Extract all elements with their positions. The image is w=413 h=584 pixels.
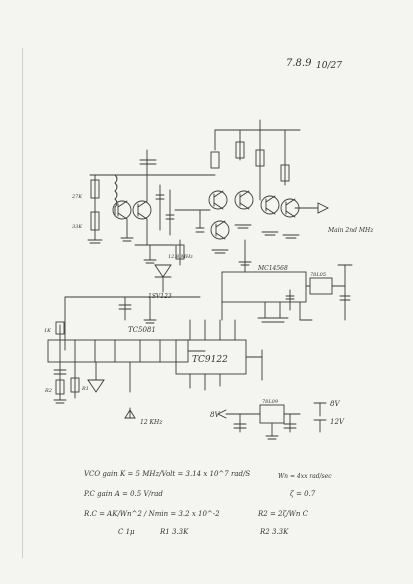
varicap-diode	[154, 264, 172, 278]
resistor	[90, 179, 100, 199]
supply-a-label: 8V	[330, 400, 340, 408]
resistor-1k	[55, 321, 65, 335]
supply-b-label: 12V	[330, 418, 345, 426]
inductor	[114, 174, 118, 208]
note-r2-value: R2 3.3K	[259, 528, 289, 536]
regulator-bottom-label: 78L09	[262, 399, 279, 405]
note-r1-value: R1 3.3K	[159, 528, 189, 536]
note-c-value: C 1μ	[118, 528, 135, 536]
page-edge	[22, 48, 383, 558]
note-rc: R.C = AK/Wn^2 / Nmin = 3.2 x 10^-2	[83, 510, 220, 518]
transistor-q7	[210, 220, 230, 240]
ic-counter-label: TC9122	[192, 355, 228, 365]
buffer-section: Main 2nd MHz	[174, 119, 374, 266]
vcc-label: 8V	[210, 411, 220, 419]
supply-section: 8V 78L09 8V 12V	[210, 399, 345, 440]
ic-pll-box	[221, 271, 307, 303]
r1-label: R1	[81, 386, 89, 392]
pll-section: MC14568 78L05	[221, 261, 353, 323]
output-arrow	[317, 202, 330, 214]
resistor-label: 27K	[71, 194, 82, 200]
resistor	[175, 244, 185, 260]
note-zeta: ζ = 0.7	[290, 490, 316, 498]
resistor-r2	[55, 379, 65, 395]
resistor	[255, 149, 265, 167]
output-label: Main 2nd MHz	[327, 227, 374, 234]
regulator-bottom	[259, 404, 285, 424]
ic-pll-label: MC14568	[257, 265, 288, 272]
regulator-top-label: 78L05	[310, 272, 326, 278]
regulator-top	[309, 277, 333, 295]
note-pc-gain: P.C gain A = 0.5 V/rad	[83, 490, 163, 498]
r2-label: R2	[44, 388, 52, 394]
resistor-1k-label: 1K	[44, 328, 51, 334]
resistor	[210, 151, 220, 169]
divider-section: TC5081 1K R2 R1 12 KHz	[44, 296, 206, 426]
resistor-r1	[70, 377, 80, 393]
resistor	[235, 141, 245, 159]
supply-arrow	[216, 409, 227, 419]
note-wn: Wn = 4xx rad/sec	[278, 473, 332, 480]
crystal-label: 12.8 MHz	[168, 254, 193, 260]
counter-section: TC9122	[175, 319, 263, 391]
transistor-q4	[234, 190, 254, 210]
note-r2c: R2 = 2ζ/Wn C	[257, 510, 309, 518]
reference-input	[124, 409, 136, 419]
resistor-label: 33K	[72, 224, 82, 230]
date-mark: 10/27	[316, 61, 342, 71]
resistor	[280, 164, 290, 182]
transistor-q2	[132, 200, 152, 220]
transistor-q1	[112, 200, 132, 220]
note-vco-gain: VCO gain K = 5 MHz/Volt = 3.14 x 10^7 ra…	[84, 470, 250, 478]
ic-divider-box	[47, 339, 189, 363]
oscillator-section: 1SV123 12.8 MHz 27K 33K	[71, 149, 216, 300]
diode-symbol	[87, 379, 105, 393]
ic-divider-label: TC5081	[128, 326, 156, 334]
reference-label: 12 KHz	[140, 419, 163, 426]
transistor-q3	[208, 190, 228, 210]
page-number: 7.8.9	[286, 58, 312, 69]
varicap-label: 1SV123	[148, 293, 172, 300]
transistor-q5	[260, 195, 280, 215]
resistor	[90, 211, 100, 231]
